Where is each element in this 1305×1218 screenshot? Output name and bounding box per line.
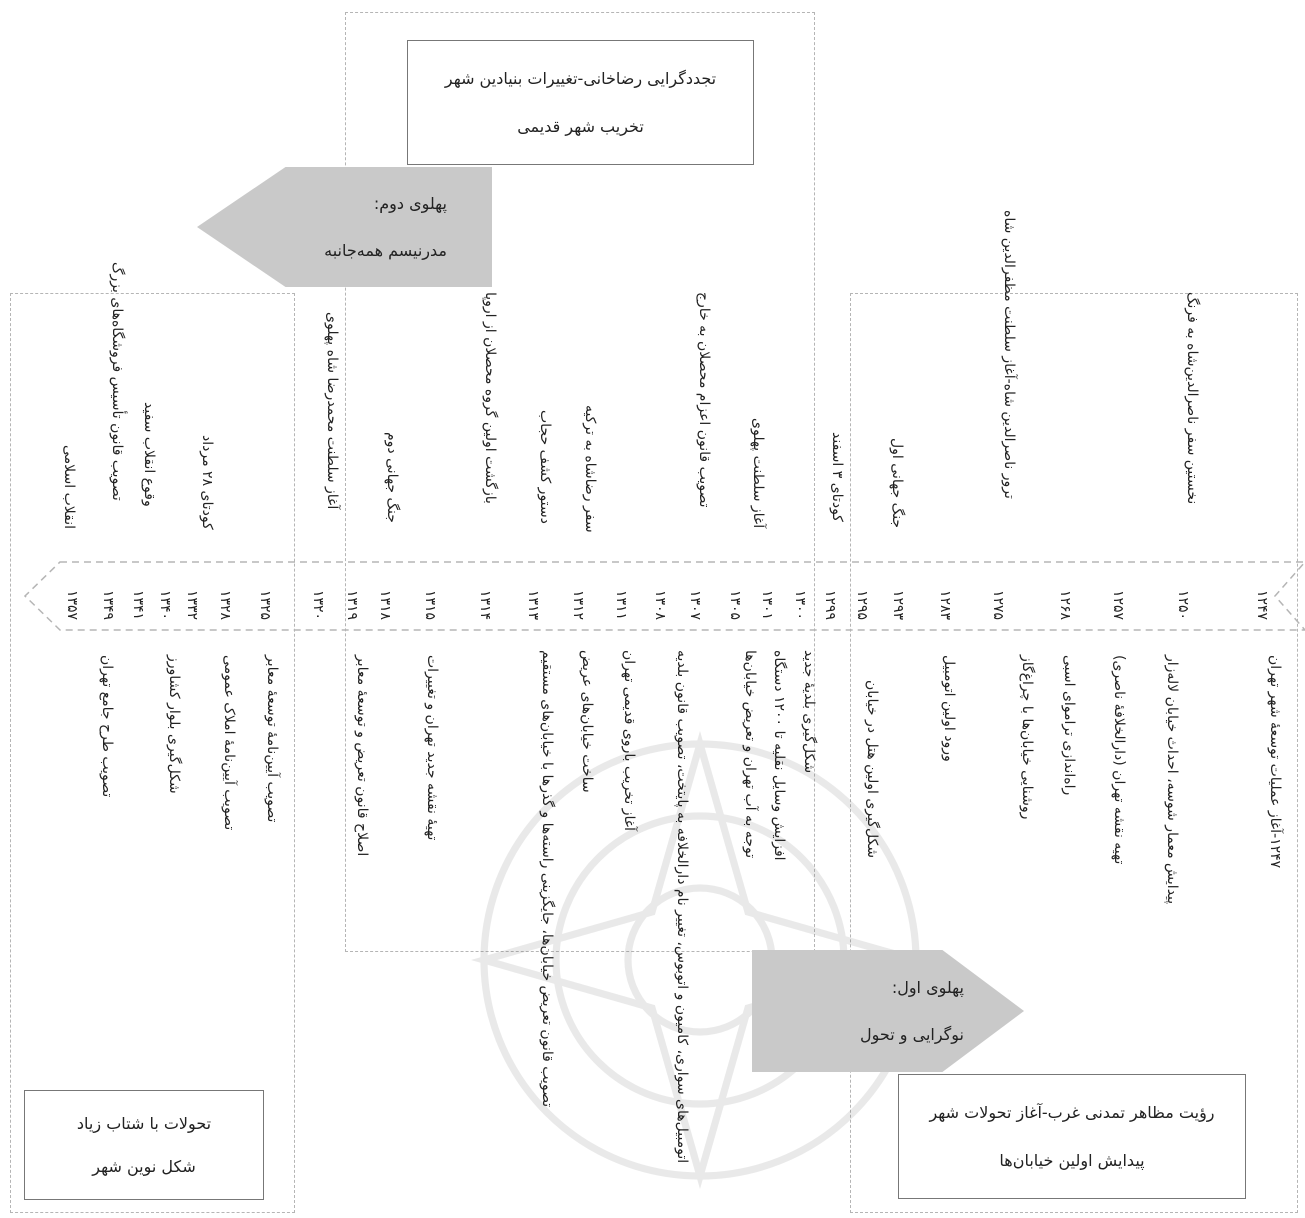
event-below: تهیهٔ نقشه جدید تهران و تغییرات <box>424 655 440 841</box>
year-label: ۱۳۱۴ <box>477 589 493 621</box>
year-label: ۱۳۴۱ <box>130 589 146 621</box>
pahlavi2-frame <box>345 12 815 952</box>
year-label: ۱۳۱۵ <box>422 589 438 621</box>
event-below: تصویب آیین‌نامهٔ توسعهٔ معابر <box>264 655 280 823</box>
event-above: وقوع انقلاب سفید <box>141 402 157 507</box>
event-below: ۱۲۴۷-آغاز عملیات توسعهٔ شهر تهران <box>1267 655 1283 869</box>
event-below: اصلاح قانون تعریض و توسعهٔ معابر <box>354 655 370 857</box>
year-label: ۱۳۱۱ <box>613 589 629 621</box>
event-below: افزایش وسایل نقلیه تا ۱۲۰۰ دستگاه <box>771 650 787 861</box>
event-above: جنگ جهانی دوم <box>384 432 400 523</box>
bottom-left-box: تحولات با شتاب زیاد شکل نوین شهر <box>24 1090 264 1200</box>
event-below: آغاز تخریب باروی قدیمی تهران <box>621 650 637 831</box>
pahlavi2-subtitle: مدرنیسم همه‌جانبه <box>324 240 447 260</box>
year-label: ۱۲۸۳ <box>937 589 953 621</box>
year-label: ۱۳۴۰ <box>157 589 173 621</box>
event-above: تصویب قانون اعزام محصلان به خارج <box>696 292 712 508</box>
event-above: آغاز سلطنت پهلوی <box>750 418 766 529</box>
year-label: ۱۳۰۰ <box>792 589 808 621</box>
event-above: جنگ جهانی اول <box>889 438 905 529</box>
event-above: کودتای ۳ اسفند <box>829 432 845 522</box>
year-label: ۱۲۹۹ <box>822 589 838 621</box>
year-label: ۱۲۹۳ <box>890 589 906 621</box>
year-label: ۱۳۵۷ <box>64 589 80 621</box>
top-box-line1: تجددگرایی رضاخانی-تغییرات بنیادین شهر <box>444 69 717 89</box>
event-below: روشنایی خیابان‌ها با چراغ‌گاز <box>1019 655 1035 820</box>
event-above: تصویب قانون تأسیس فروشگاه‌های بزرگ <box>109 262 125 501</box>
event-below: تصویب آیین‌نامهٔ املاک عمومی <box>221 655 237 831</box>
left-era-frame <box>10 293 295 1213</box>
pahlavi2-title: پهلوی دوم: <box>373 194 447 214</box>
bottom-left-line1: تحولات با شتاب زیاد <box>76 1114 212 1134</box>
year-label: ۱۳۱۸ <box>377 589 393 621</box>
event-below: راه‌اندازی تراموای اسبی <box>1061 655 1077 796</box>
event-above: بازگشت اولین گروه محصلان از اروپا <box>482 292 498 504</box>
event-below: تصویب طرح جامع تهران <box>99 655 115 798</box>
event-below: توجه به آب تهران و تعریض خیابان‌ها <box>742 650 758 859</box>
top-era-box: تجددگرایی رضاخانی-تغییرات بنیادین شهر تخ… <box>407 40 754 165</box>
year-label: ۱۳۲۸ <box>217 589 233 621</box>
year-label: ۱۳۴۹ <box>100 589 116 621</box>
pahlavi1-title: پهلوی اول: <box>891 978 964 997</box>
bottom-left-line2: شکل نوین شهر <box>92 1156 196 1176</box>
event-below: پیدایش معمار شوسه، احداث خیابان لاله‌زار <box>1164 655 1180 905</box>
right-era-frame <box>850 293 1298 1213</box>
year-label: ۱۲۴۷ <box>1254 589 1270 621</box>
year-label: ۱۲۵۷ <box>1110 589 1126 621</box>
bottom-right-box: رؤیت مظاهر تمدنی غرب-آغاز تحولات شهر پید… <box>898 1074 1246 1199</box>
event-above: انقلاب اسلامی <box>61 445 77 529</box>
event-below: شکل‌گیری بلوار کشاورز <box>166 655 182 794</box>
year-label: ۱۳۲۵ <box>257 589 273 621</box>
event-below: تهیه نقشه تهران (دارالخلافهٔ ناصری) <box>1111 655 1127 865</box>
year-label: ۱۲۶۸ <box>1057 589 1073 621</box>
event-above: آغاز سلطنت محمدرضا شاه پهلوی <box>324 312 340 510</box>
event-below: ورود اولین اتومبیل <box>941 655 957 762</box>
year-label: ۱۳۲۰ <box>310 589 326 621</box>
event-above: سفر رضاشاه به ترکیه <box>582 405 598 533</box>
year-label: ۱۲۷۵ <box>990 589 1006 621</box>
event-below: تصویب قانون تعریض خیابان‌ها، جایگزینی را… <box>539 650 555 1108</box>
event-above: کودتای ۲۸ مرداد <box>199 435 215 530</box>
event-above: ترور ناصرالدین شاه-آغاز سلطنت مظفرالدین … <box>1001 210 1017 499</box>
year-label: ۱۳۰۱ <box>759 589 775 621</box>
year-label: ۱۳۱۲ <box>570 589 586 621</box>
event-above: نخستین سفر ناصرالدین‌شاه به فرنگ <box>1184 292 1200 505</box>
event-below: شکل‌گیری اولین هتل در خیابان <box>864 680 880 859</box>
pahlavi2-label: پهلوی دوم: مدرنیسم همه‌جانبه <box>197 167 492 287</box>
bottom-right-line1: رؤیت مظاهر تمدنی غرب-آغاز تحولات شهر <box>929 1103 1215 1123</box>
timeline-arrow <box>23 561 1305 631</box>
event-below: اتومبیل‌های سواری، کامیون و اتوبوس، تغیی… <box>674 650 690 1164</box>
year-label: ۱۳۰۵ <box>727 589 743 621</box>
event-above: دستور کشف حجاب <box>537 410 553 524</box>
year-label: ۱۳۱۳ <box>525 589 541 621</box>
pahlavi1-subtitle: نوگرایی و تحول <box>860 1025 964 1044</box>
year-label: ۱۲۵۰ <box>1175 589 1191 621</box>
year-label: ۱۳۱۹ <box>344 589 360 621</box>
event-below: شکل‌گیری بلدیهٔ جدید <box>801 650 817 774</box>
year-label: ۱۳۳۲ <box>184 589 200 621</box>
year-label: ۱۳۰۸ <box>652 589 668 621</box>
year-label: ۱۳۰۷ <box>687 589 703 621</box>
bottom-right-line2: پیدایش اولین خیابان‌ها <box>999 1150 1145 1170</box>
event-below: ساخت خیابان‌های عریض <box>579 650 595 793</box>
top-box-line2: تخریب شهر قدیمی <box>517 116 644 136</box>
year-label: ۱۲۹۵ <box>854 589 870 621</box>
